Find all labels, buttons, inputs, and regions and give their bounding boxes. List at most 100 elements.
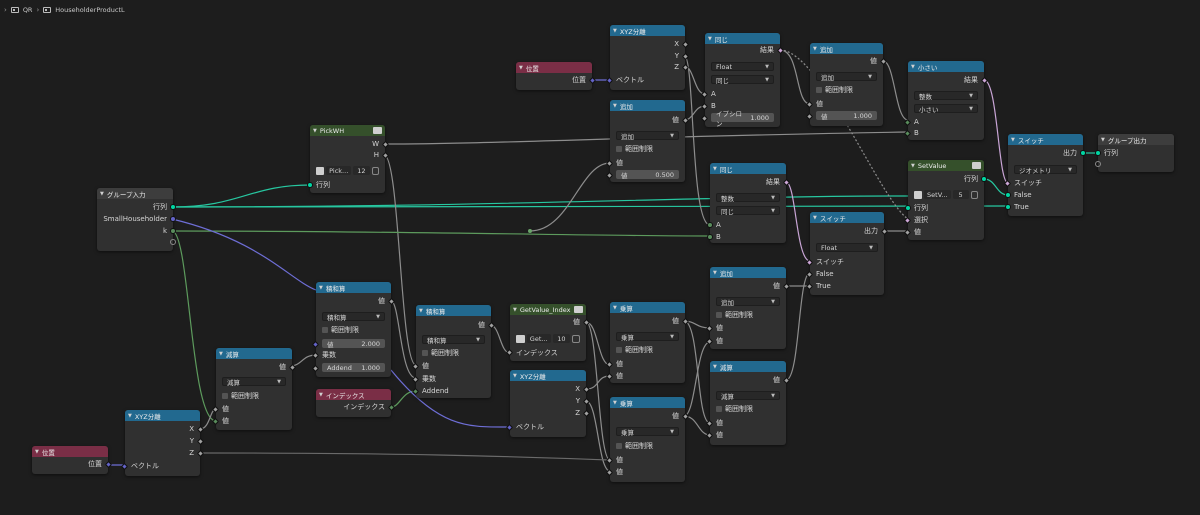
node-header[interactable]: ▼インデックス — [316, 389, 391, 400]
operation-select[interactable]: 同じ▼ — [716, 206, 780, 216]
clamp-checkbox[interactable]: 範囲制限 — [616, 345, 653, 354]
clamp-checkbox[interactable]: 範囲制限 — [616, 144, 653, 153]
operation-select[interactable]: 追加▼ — [616, 131, 679, 141]
node-header[interactable]: ▼乗算 — [610, 397, 685, 408]
socket-input[interactable] — [1005, 192, 1011, 198]
socket-input[interactable] — [311, 340, 320, 349]
node-position-2[interactable]: ▼位置 位置 — [32, 446, 113, 474]
collapse-icon[interactable]: ▼ — [613, 399, 617, 406]
node-group-output[interactable]: ▼グループ出力 行列 — [1095, 134, 1174, 172]
node-header[interactable]: ▼スイッチ — [1008, 134, 1083, 145]
node-header[interactable]: ▼位置 — [32, 446, 108, 457]
operation-select[interactable]: 乗算▼ — [616, 427, 679, 437]
breadcrumb-item-root[interactable]: QR — [22, 6, 33, 14]
clamp-checkbox[interactable]: 範囲制限 — [716, 404, 753, 413]
collapse-icon[interactable]: ▼ — [128, 412, 132, 419]
node-header[interactable]: ▼XYZ分離 — [125, 410, 200, 421]
node-math-subtract-1[interactable]: ▼減算 値 減算▼ 範囲制限 値 値 — [211, 348, 297, 430]
node-group-selector[interactable]: Get...10 — [516, 334, 580, 343]
collapse-icon[interactable]: ▼ — [911, 63, 915, 70]
collapse-icon[interactable]: ▼ — [513, 372, 517, 379]
collapse-icon[interactable]: ▼ — [713, 165, 717, 172]
group-node-icon[interactable] — [574, 306, 583, 313]
node-header[interactable]: ▼位置 — [516, 62, 592, 73]
data-type-select[interactable]: ジオメトリ▼ — [1014, 165, 1077, 175]
node-header[interactable]: ▼SetValue — [908, 160, 984, 171]
node-header[interactable]: ▼減算 — [216, 348, 292, 359]
collapse-icon[interactable]: ▼ — [319, 391, 323, 398]
node-position-1[interactable]: ▼位置 位置 — [516, 62, 597, 90]
operation-select[interactable]: 小さい▼ — [914, 104, 978, 114]
socket-input[interactable] — [605, 171, 614, 180]
collapse-icon[interactable]: ▼ — [613, 304, 617, 311]
node-header[interactable]: ▼同じ — [705, 33, 780, 44]
socket-input[interactable] — [700, 114, 709, 123]
node-separate-xyz-2[interactable]: ▼XYZ分離 X Y Z ベクトル — [505, 370, 591, 437]
node-math-multiply-1[interactable]: ▼乗算 値 乗算▼ 範囲制限 値 値 — [605, 302, 690, 383]
clamp-checkbox[interactable]: 範囲制限 — [816, 85, 853, 94]
socket-input[interactable] — [311, 364, 320, 373]
collapse-icon[interactable]: ▼ — [219, 350, 223, 357]
data-type-select[interactable]: Float▼ — [816, 243, 878, 252]
socket-output[interactable] — [170, 216, 176, 222]
data-type-select[interactable]: 整数▼ — [716, 193, 780, 203]
collapse-icon[interactable]: ▼ — [713, 269, 717, 276]
operation-select[interactable]: 同じ▼ — [711, 75, 774, 85]
node-math-subtract-2[interactable]: ▼減算 値 減算▼ 範囲制限 値 値 — [705, 361, 791, 445]
clamp-checkbox[interactable]: 範囲制限 — [322, 325, 359, 334]
node-header[interactable]: ▼同じ — [710, 163, 786, 174]
node-header[interactable]: ▼積和算 — [416, 305, 491, 316]
socket-input[interactable] — [707, 222, 713, 228]
node-group-input[interactable]: ▼グループ入力 行列 SmallHouseholder k — [97, 188, 176, 251]
node-header[interactable]: ▼小さい — [908, 61, 984, 72]
node-separate-xyz-3[interactable]: ▼XYZ分離 X Y Z ベクトル — [120, 410, 205, 476]
socket-input-empty[interactable] — [1095, 161, 1101, 167]
node-header[interactable]: ▼スイッチ — [810, 212, 884, 223]
collapse-icon[interactable]: ▼ — [713, 363, 717, 370]
operation-select[interactable]: 減算▼ — [222, 377, 286, 387]
collapse-icon[interactable]: ▼ — [100, 190, 104, 197]
collapse-icon[interactable]: ▼ — [35, 448, 39, 455]
node-header[interactable]: ▼GetValue_Index — [510, 304, 586, 315]
collapse-icon[interactable]: ▼ — [708, 35, 712, 42]
collapse-icon[interactable]: ▼ — [1011, 136, 1015, 143]
node-separate-xyz-1[interactable]: ▼XYZ分離 X Y Z ベクトル — [605, 25, 690, 90]
node-math-add-3[interactable]: ▼追加 値 追加▼ 範囲制限 値 値 — [705, 267, 791, 349]
node-math-multiply-2[interactable]: ▼乗算 値 乗算▼ 範囲制限 値 値 — [605, 397, 690, 482]
node-group-getvalue-index[interactable]: ▼GetValue_Index 値 Get...10 インデックス — [505, 304, 591, 361]
socket-input[interactable] — [307, 182, 313, 188]
collapse-icon[interactable]: ▼ — [513, 306, 517, 313]
breadcrumb-item-current[interactable]: HouseholderProductL — [55, 6, 125, 14]
shield-icon[interactable] — [371, 166, 379, 175]
operation-select[interactable]: 積和算▼ — [422, 335, 485, 345]
operation-select[interactable]: 積和算▼ — [322, 312, 385, 322]
node-header[interactable]: ▼グループ出力 — [1098, 134, 1174, 145]
clamp-checkbox[interactable]: 範囲制限 — [616, 441, 653, 450]
node-group-selector[interactable]: SetV...5 — [914, 190, 978, 199]
collapse-icon[interactable]: ▼ — [613, 27, 617, 34]
group-node-icon[interactable] — [373, 127, 382, 134]
socket-output[interactable] — [981, 176, 987, 182]
operation-select[interactable]: 追加▼ — [716, 297, 780, 307]
node-header[interactable]: ▼追加 — [710, 267, 786, 278]
clamp-checkbox[interactable]: 範囲制限 — [716, 310, 753, 319]
node-header[interactable]: ▼XYZ分離 — [510, 370, 586, 381]
node-compare-less[interactable]: ▼小さい 結果 整数▼ 小さい▼ A B — [903, 61, 989, 140]
node-switch-1[interactable]: ▼スイッチ 出力 Float▼ スイッチ False True — [805, 212, 889, 295]
node-header[interactable]: ▼XYZ分離 — [610, 25, 685, 36]
node-index[interactable]: ▼インデックス インデックス — [316, 389, 396, 417]
group-node-icon[interactable] — [972, 162, 981, 169]
data-type-select[interactable]: Float▼ — [711, 62, 774, 71]
collapse-icon[interactable]: ▼ — [1101, 136, 1105, 143]
node-header[interactable]: ▼乗算 — [610, 302, 685, 313]
socket-input[interactable] — [1095, 150, 1101, 156]
socket-output[interactable] — [1080, 150, 1086, 156]
